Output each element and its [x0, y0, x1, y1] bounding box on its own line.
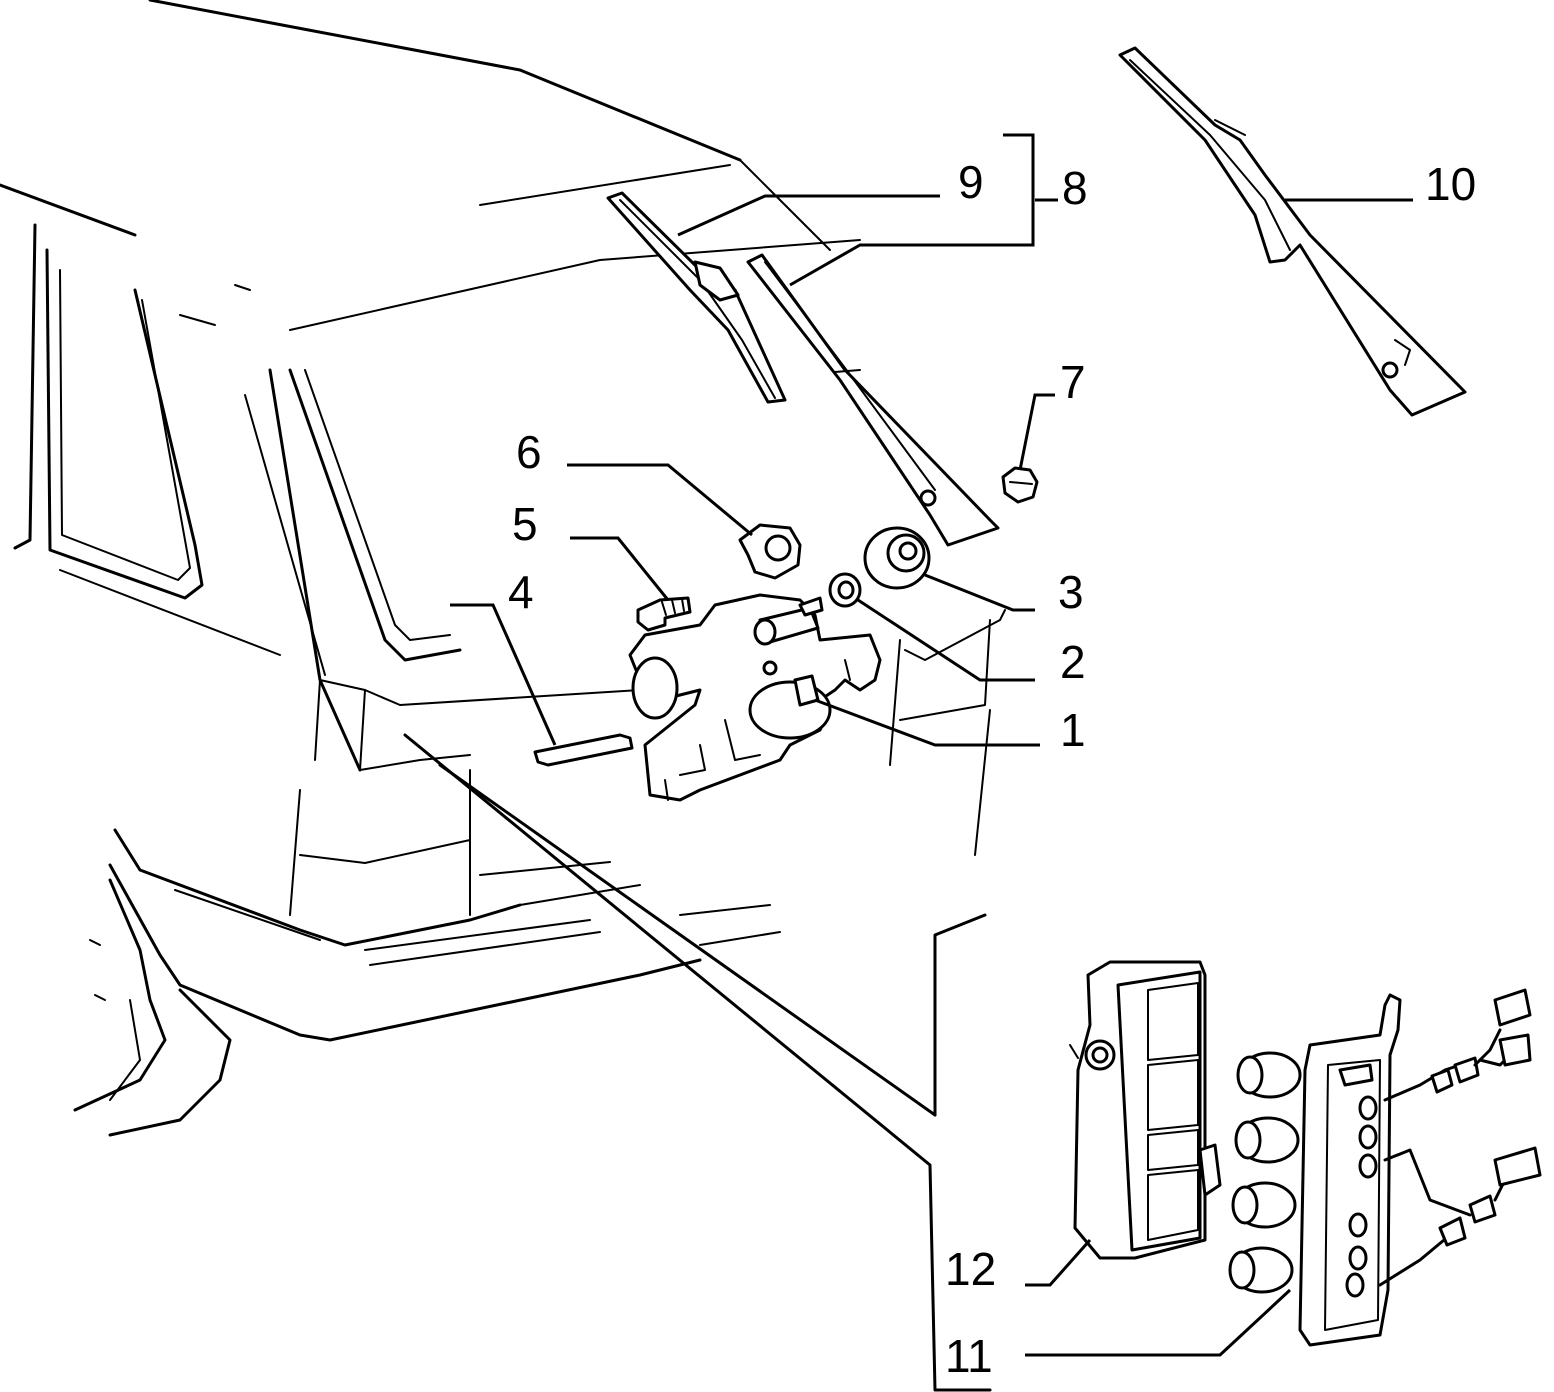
callout-9: 9 [958, 156, 984, 208]
car-body-outline [0, 0, 1006, 1392]
callout-8: 8 [1062, 162, 1088, 214]
bracket-nut-6 [738, 523, 802, 580]
leader-lines [450, 133, 1413, 1357]
callout-labels: 1 2 3 4 5 6 7 8 9 10 11 12 [508, 156, 1476, 1382]
callout-11: 11 [945, 1330, 993, 1382]
wiper-motor-1 [628, 593, 882, 802]
callout-2: 2 [1060, 636, 1086, 688]
cap-nut-7 [1001, 466, 1039, 504]
callout-1: 1 [1060, 704, 1086, 756]
callout-10: 10 [1425, 158, 1476, 210]
bolt-5 [636, 596, 692, 632]
washer-2 [828, 572, 862, 608]
callout-5: 5 [512, 498, 538, 550]
callout-6: 6 [516, 426, 542, 478]
callout-4: 4 [508, 566, 534, 618]
wiper-blade-9 [606, 191, 787, 404]
callout-12: 12 [945, 1243, 996, 1295]
wiper-arm-10 [1118, 46, 1467, 417]
wiper-arm-8 [746, 253, 1000, 547]
callout-7: 7 [1060, 356, 1086, 408]
bulb-holder-11 [1228, 988, 1542, 1347]
callout-3: 3 [1058, 566, 1084, 618]
grommet-3 [863, 526, 931, 590]
gasket-4 [533, 733, 634, 767]
light-lens-12 [1069, 960, 1222, 1260]
